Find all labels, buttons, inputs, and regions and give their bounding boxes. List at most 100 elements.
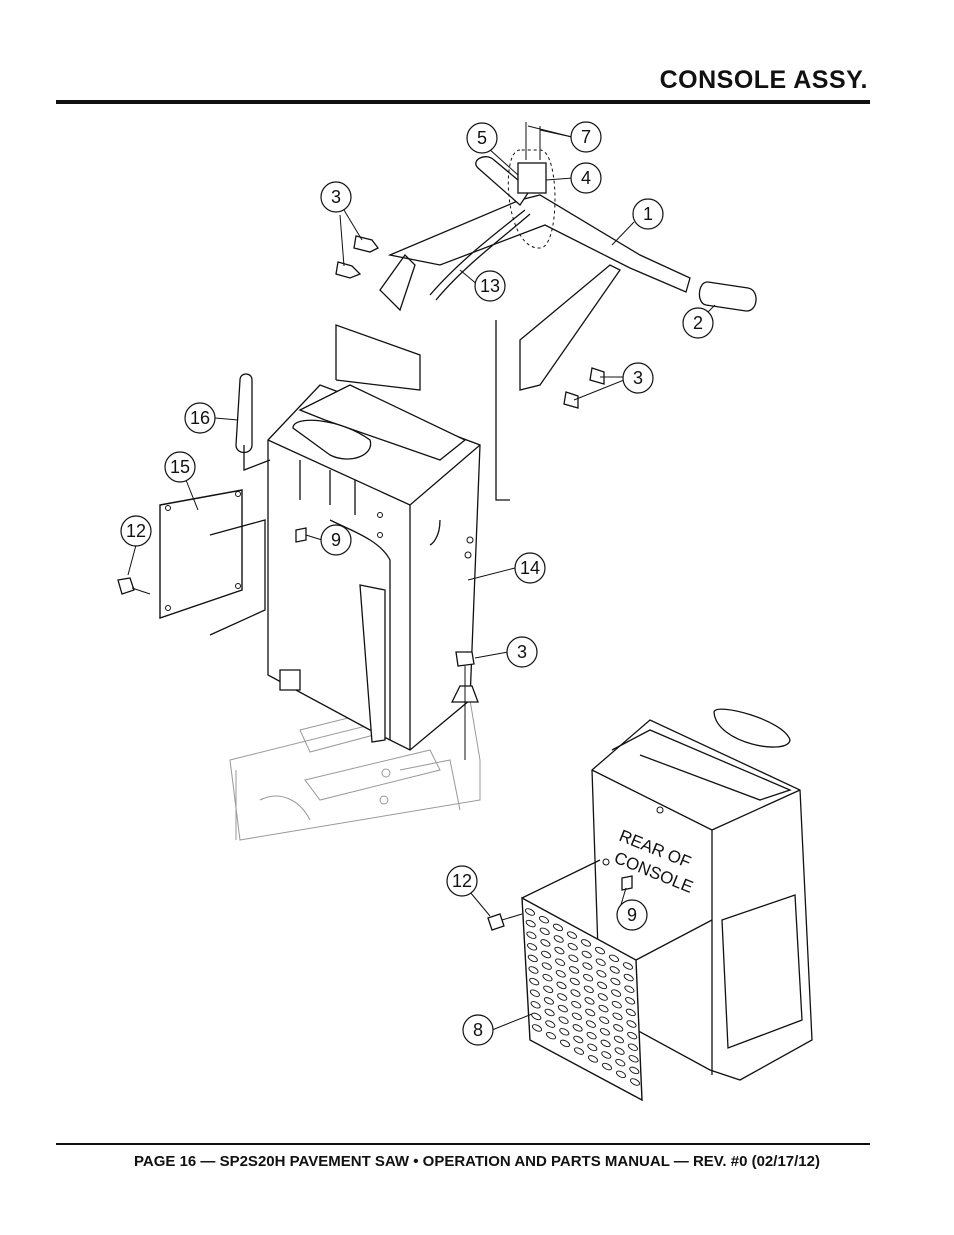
callout-3a: 3 — [320, 181, 352, 213]
perforation-slot — [527, 954, 538, 963]
perforation-slot — [626, 1020, 637, 1028]
callout-12b: 12 — [446, 865, 478, 897]
callouts: 5 7 4 1 3 13 2 3 16 15 12 9 14 3 12 9 8 — [120, 121, 714, 1046]
perforation-slot — [554, 946, 565, 955]
header-rule — [56, 100, 870, 104]
perforation-slot — [525, 919, 536, 928]
perforation-slot — [614, 1047, 625, 1055]
perforation-slot — [528, 966, 539, 974]
perforation-slot — [615, 1058, 626, 1067]
callout-3c: 3 — [506, 636, 538, 668]
svg-text:15: 15 — [170, 457, 190, 477]
perforation-slot — [555, 958, 566, 966]
perforation-slot — [600, 1039, 611, 1048]
perforation-slot — [625, 1008, 636, 1017]
perforation-slot — [583, 973, 594, 982]
svg-text:12: 12 — [452, 871, 472, 891]
perforation-slot — [540, 939, 551, 947]
perforation-slot — [570, 989, 581, 997]
perforation-slot — [542, 973, 553, 982]
perforation-slot — [611, 989, 622, 997]
perforation-slot — [613, 1035, 624, 1044]
side-panel — [117, 489, 266, 636]
svg-text:7: 7 — [581, 127, 591, 147]
svg-text:12: 12 — [126, 521, 146, 541]
perforation-slot — [559, 1028, 570, 1036]
perforation-slot — [625, 997, 636, 1005]
perforation-slot — [553, 935, 564, 943]
svg-text:9: 9 — [331, 530, 341, 550]
callout-14: 14 — [514, 552, 546, 584]
perforation-slot — [569, 977, 580, 986]
perforation-slot — [568, 954, 579, 963]
perforation-slot — [529, 977, 540, 986]
perforation-slot — [580, 939, 592, 947]
perforation-slot — [587, 1043, 598, 1052]
svg-text:14: 14 — [520, 558, 540, 578]
perforation-slot — [599, 1016, 610, 1024]
leader-lines — [127, 125, 716, 1031]
perforation-slot — [599, 1028, 610, 1036]
perforation-slot — [526, 931, 537, 939]
perforation-slot — [597, 981, 608, 990]
perforation-slot — [601, 1062, 613, 1071]
perforation-slot — [567, 942, 578, 951]
perforation-slot — [598, 1004, 609, 1013]
callout-12a: 12 — [120, 515, 152, 547]
perforation-slot — [622, 962, 634, 970]
perforation-slot — [573, 1047, 585, 1055]
callout-9a: 9 — [320, 524, 352, 556]
perforation-slot — [558, 1016, 569, 1024]
perforation-slot — [541, 962, 552, 970]
perforation-slot — [557, 993, 568, 1001]
perforation-slot — [597, 993, 608, 1001]
page-footer: PAGE 16 — SP2S20H PAVEMENT SAW • OPERATI… — [134, 1153, 820, 1170]
footer-rule — [56, 1143, 870, 1145]
svg-text:9: 9 — [627, 905, 637, 925]
svg-text:5: 5 — [477, 128, 487, 148]
svg-text:8: 8 — [473, 1020, 483, 1040]
svg-text:16: 16 — [190, 408, 210, 428]
perforation-slot — [555, 970, 566, 978]
perforation-slot — [610, 977, 621, 986]
perforation-slot — [524, 908, 536, 916]
perforated-panel — [487, 859, 713, 1102]
callout-8: 8 — [462, 1014, 494, 1046]
perforation-slot — [611, 1000, 622, 1009]
handlebar-bolts — [335, 235, 605, 409]
svg-text:2: 2 — [693, 313, 703, 333]
perforation-slot — [531, 1024, 543, 1032]
perforation-slot — [557, 1004, 568, 1013]
perforation-slot — [541, 950, 552, 959]
perforation-slot — [571, 1000, 582, 1009]
perforation-slot — [586, 1031, 597, 1040]
perforation-slot — [543, 985, 554, 994]
svg-text:3: 3 — [633, 368, 643, 388]
callout-4: 4 — [570, 162, 602, 194]
perforation-slot — [595, 958, 606, 966]
perforation-slot — [569, 966, 580, 974]
perforation-slot — [530, 1001, 541, 1009]
perforation-slot — [608, 954, 620, 963]
perforation-slot — [552, 923, 564, 932]
perforation-slot — [545, 1031, 557, 1040]
svg-text:4: 4 — [581, 168, 591, 188]
perforation-slot — [609, 966, 620, 974]
perforation-slot — [623, 973, 634, 982]
perforation-slot — [628, 1055, 639, 1063]
perforation-slot — [629, 1066, 640, 1075]
svg-text:13: 13 — [480, 276, 500, 296]
perforation-slot — [629, 1078, 641, 1086]
perforation-slot — [571, 1012, 582, 1021]
perforation-slot — [584, 997, 595, 1005]
perforation-slot — [538, 915, 550, 924]
perforation-slot — [581, 950, 592, 959]
callout-15: 15 — [164, 451, 196, 483]
perforation-slot — [572, 1024, 583, 1032]
perforation-slot — [527, 943, 538, 951]
callout-5: 5 — [466, 122, 498, 154]
callout-7: 7 — [570, 121, 602, 153]
grip — [698, 281, 757, 312]
perforation-slot — [613, 1024, 624, 1032]
